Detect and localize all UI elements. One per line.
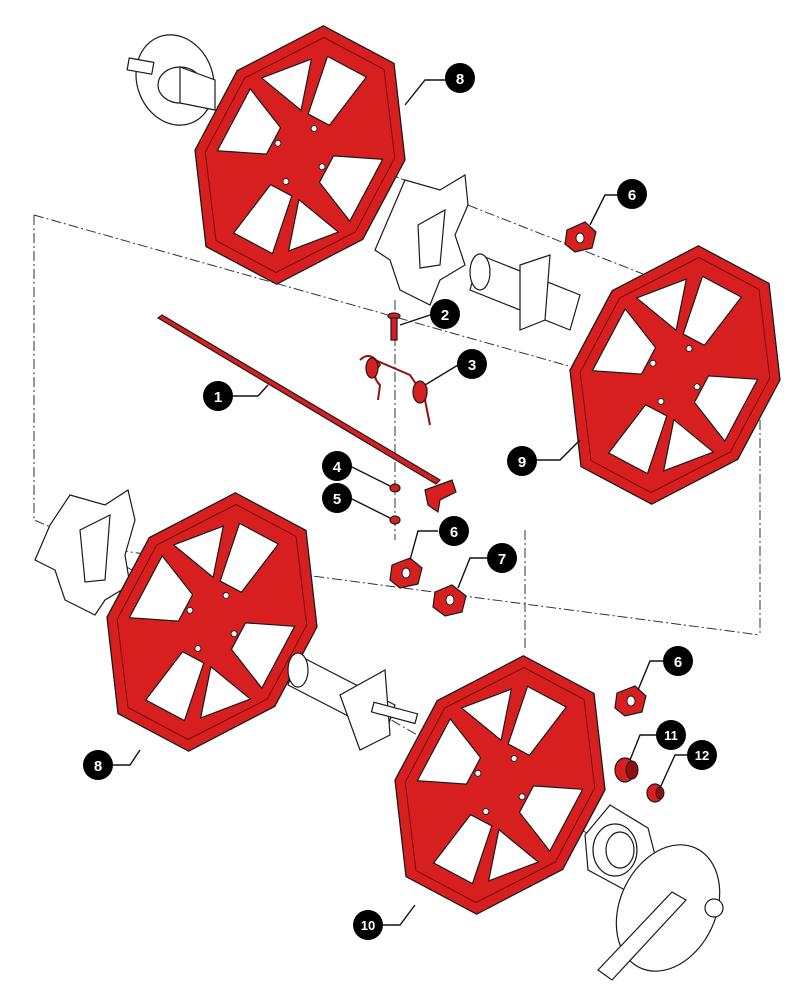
callout-6-top: 6: [617, 179, 647, 209]
washer-4: [389, 483, 401, 493]
callout-12: 12: [687, 740, 717, 770]
callout-label: 5: [333, 491, 341, 508]
flange-star-top: [374, 173, 469, 306]
nut-7: [432, 584, 467, 617]
callout-label: 8: [94, 758, 102, 775]
callout-label: 11: [664, 728, 678, 743]
callout-6-middle: 6: [439, 516, 469, 546]
tube-bracket-bottom: [287, 652, 419, 751]
callout-5: 5: [322, 483, 352, 513]
callout-leaders: [112, 79, 688, 926]
bushing-6-top: [564, 221, 597, 253]
collar-11: [614, 757, 639, 783]
bushing-6-bottom: [614, 685, 647, 717]
callout-label: 7: [498, 551, 506, 568]
hub-shaft-top: [126, 34, 216, 126]
callout-label: 6: [450, 524, 458, 541]
spring-3: [359, 355, 431, 426]
bushing-12: [646, 783, 665, 803]
callout-11: 11: [656, 720, 686, 750]
callout-label: 4: [333, 459, 342, 476]
spider-plate-8-bottom: [106, 492, 318, 752]
tube-bracket-top: [469, 253, 581, 331]
callout-label: 6: [628, 187, 636, 204]
callout-3: 3: [457, 349, 487, 379]
callout-label: 1: [214, 389, 222, 406]
callout-1: 1: [203, 381, 233, 411]
callout-label: 9: [518, 454, 526, 471]
flange-star-left: [34, 489, 136, 616]
callout-8-top: 8: [445, 63, 475, 93]
callout-9: 9: [507, 446, 537, 476]
callout-10: 10: [353, 910, 383, 940]
callout-label: 3: [468, 357, 476, 374]
spider-plate-8-top: [194, 25, 406, 285]
bushing-6-middle: [389, 557, 423, 589]
callout-label: 10: [361, 918, 375, 933]
callout-4: 4: [322, 451, 352, 481]
end-disc: [597, 844, 724, 981]
callout-2: 2: [430, 299, 460, 329]
callout-8-bottom: 8: [83, 750, 113, 780]
shaft-1: [156, 314, 457, 514]
callout-6-bottom: 6: [663, 646, 693, 676]
washer-5: [389, 515, 401, 525]
spider-plate-9: [569, 245, 781, 505]
spider-plate-10: [394, 655, 606, 915]
pin-2: [387, 312, 401, 341]
callout-7: 7: [487, 543, 517, 573]
callout-label: 8: [456, 71, 464, 88]
callout-label: 6: [674, 654, 682, 671]
callout-label: 2: [441, 307, 449, 324]
callout-label: 12: [695, 748, 709, 763]
